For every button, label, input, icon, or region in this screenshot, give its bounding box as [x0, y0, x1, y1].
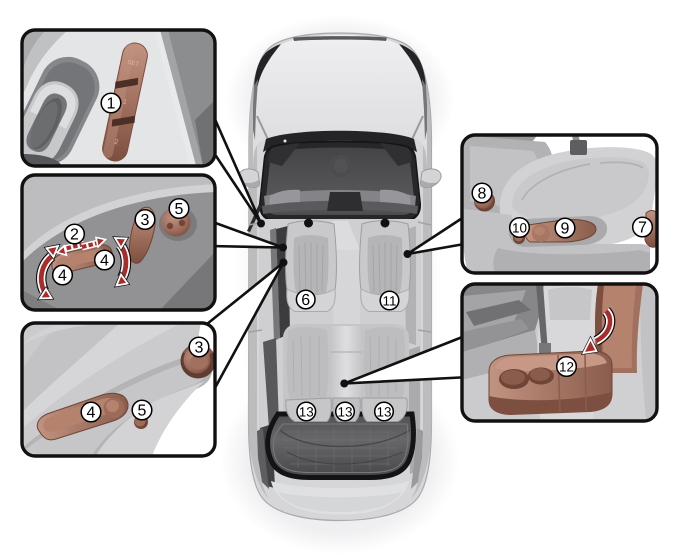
svg-text:10: 10: [512, 220, 527, 235]
svg-text:7: 7: [638, 220, 647, 237]
svg-text:5: 5: [138, 403, 147, 420]
svg-text:8: 8: [478, 186, 487, 203]
svg-text:3: 3: [141, 212, 150, 229]
svg-text:4: 4: [58, 268, 67, 285]
svg-text:2: 2: [70, 227, 79, 244]
svg-text:3: 3: [195, 340, 204, 357]
svg-text:SET: SET: [127, 59, 140, 68]
svg-text:1: 1: [122, 99, 127, 107]
svg-text:12: 12: [559, 359, 574, 374]
svg-text:9: 9: [561, 221, 570, 238]
svg-text:13: 13: [337, 404, 352, 419]
svg-text:4: 4: [87, 405, 96, 422]
svg-text:11: 11: [382, 293, 396, 308]
svg-text:13: 13: [376, 404, 391, 419]
svg-text:5: 5: [175, 201, 184, 218]
svg-text:1: 1: [107, 96, 116, 113]
svg-text:2: 2: [114, 139, 119, 147]
svg-text:6: 6: [301, 292, 310, 309]
svg-text:13: 13: [299, 404, 314, 419]
svg-text:4: 4: [100, 253, 109, 270]
